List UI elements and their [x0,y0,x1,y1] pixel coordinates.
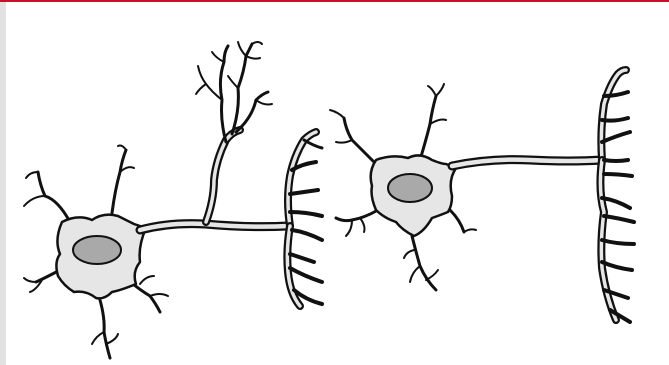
neuron-1 [24,42,322,358]
neuron-2-axon-terminals [600,70,634,322]
neuron-1-nucleus [73,236,121,264]
neuron-1-axon-terminals [287,132,322,306]
neuron-1-upper-terminals [196,42,272,142]
neuron-2-nucleus [388,174,432,202]
neuron-2 [330,70,634,322]
